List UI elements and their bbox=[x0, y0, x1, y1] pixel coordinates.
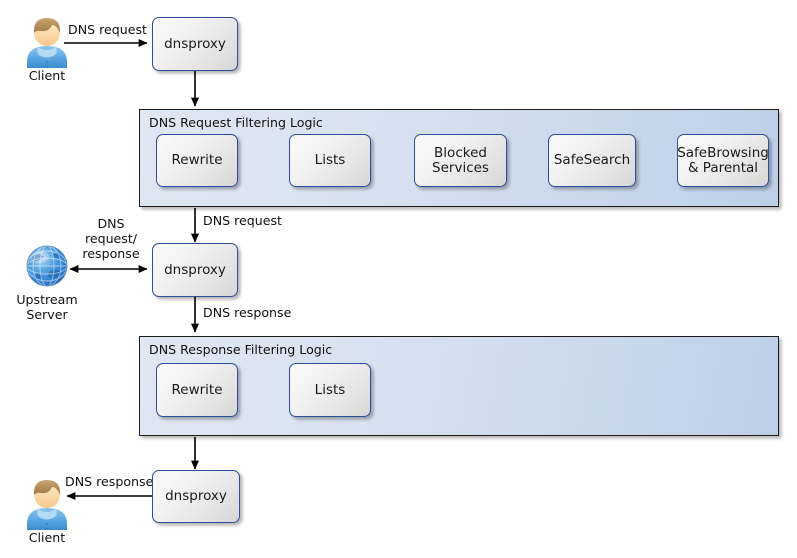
node-req-safesearch[interactable]: SafeSearch bbox=[548, 134, 636, 187]
node-label-res-rewrite: Rewrite bbox=[171, 381, 223, 398]
lane-title-request-filtering: DNS Request Filtering Logic bbox=[149, 115, 323, 130]
lane-title-response-filtering: DNS Response Filtering Logic bbox=[149, 342, 333, 357]
node-label-req-blocked-services: Blocked Services bbox=[432, 144, 489, 176]
node-res-rewrite[interactable]: Rewrite bbox=[156, 363, 238, 417]
edge-label-dns-response-bottom: DNS response bbox=[65, 474, 154, 489]
node-label-req-safebrowsing-parental: SafeBrowsing & Parental bbox=[677, 144, 769, 176]
node-dnsproxy-middle[interactable]: dnsproxy bbox=[152, 243, 238, 297]
node-label-req-rewrite: Rewrite bbox=[171, 152, 223, 168]
actor-label-client-bottom: Client bbox=[28, 530, 66, 545]
node-dnsproxy-bottom[interactable]: dnsproxy bbox=[152, 470, 240, 523]
node-req-rewrite[interactable]: Rewrite bbox=[156, 134, 238, 187]
node-res-lists[interactable]: Lists bbox=[289, 363, 371, 417]
node-label-dnsproxy-top: dnsproxy bbox=[164, 35, 226, 52]
node-label-dnsproxy-bottom: dnsproxy bbox=[165, 488, 227, 504]
actor-label-upstream-server: Upstream Server bbox=[16, 292, 78, 322]
node-req-blocked-services[interactable]: Blocked Services bbox=[414, 134, 507, 187]
node-label-dnsproxy-middle: dnsproxy bbox=[164, 261, 226, 278]
node-dnsproxy-top[interactable]: dnsproxy bbox=[152, 17, 238, 71]
edge-label-dns-response-mid: DNS response bbox=[203, 305, 292, 320]
node-label-req-lists: Lists bbox=[314, 152, 346, 168]
user-icon bbox=[27, 480, 67, 531]
actor-label-client-top: Client bbox=[28, 68, 66, 83]
node-req-safebrowsing-parental[interactable]: SafeBrowsing & Parental bbox=[677, 134, 769, 187]
node-req-lists[interactable]: Lists bbox=[289, 134, 371, 187]
node-label-res-lists: Lists bbox=[314, 381, 346, 398]
user-icon bbox=[27, 18, 67, 69]
edge-label-dns-request-response: DNS request/ response bbox=[82, 216, 140, 261]
globe-icon bbox=[26, 245, 68, 287]
lane-response-filtering: DNS Response Filtering Logic bbox=[139, 336, 779, 436]
edge-label-dns-request-top: DNS request bbox=[68, 22, 147, 37]
edge-label-dns-request-mid: DNS request bbox=[203, 213, 282, 228]
node-label-req-safesearch: SafeSearch bbox=[553, 152, 631, 168]
